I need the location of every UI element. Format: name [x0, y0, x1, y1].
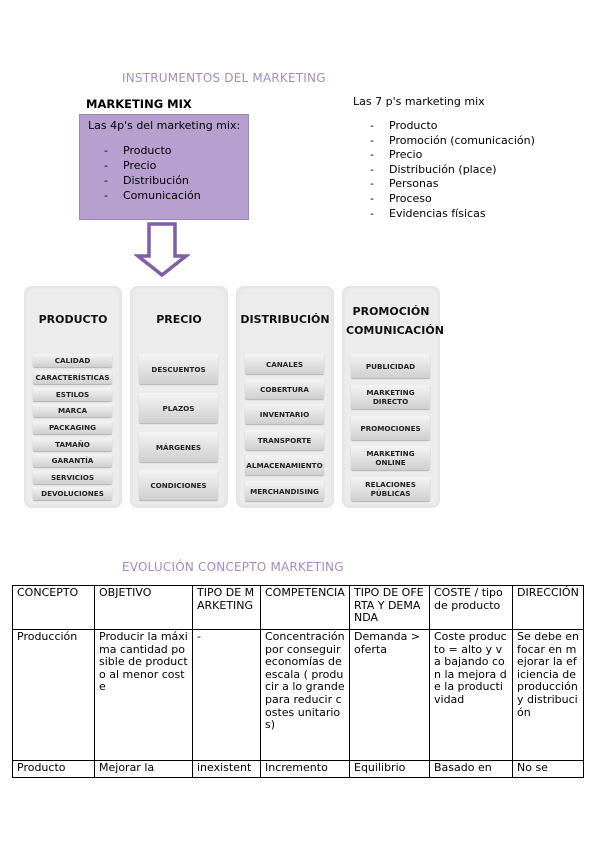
down-arrow-icon	[134, 222, 190, 278]
table-cell: No se	[512, 760, 584, 778]
card-item: ALMACENAMIENTO	[245, 455, 324, 475]
card-precio: PRECIO DESCUENTOS PLAZOS MÁRGENES CONDIC…	[130, 286, 228, 508]
card-producto: PRODUCTO CALIDAD CARACTERÍSTICAS ESTILOS…	[24, 286, 122, 508]
table-header-cell: COMPETENCIA	[260, 585, 350, 630]
list-item: Precio	[370, 148, 550, 163]
card-item: TAMAÑO	[33, 438, 112, 451]
list-item: Precio	[104, 158, 201, 173]
card-item: TRANSPORTE	[245, 430, 324, 450]
table-cell: Se debe enfocar en mejorar la eficiencia…	[512, 629, 584, 761]
card-item: MARKETING DIRECTO	[351, 385, 430, 409]
marketing-mix-box: Las 4p's del marketing mix: Producto Pre…	[79, 114, 249, 220]
seven-ps-title: Las 7 p's marketing mix	[353, 95, 485, 108]
marketing-mix-title: MARKETING MIX	[86, 97, 192, 111]
list-item: Producto	[104, 143, 201, 158]
card-item: GARANTÍA	[33, 454, 112, 467]
card-item: MARKETING ONLINE	[351, 446, 430, 470]
card-item: COBERTURA	[245, 379, 324, 399]
card-item: DEVOLUCIONES	[33, 487, 112, 500]
card-item: PROMOCIONES	[351, 416, 430, 440]
table-cell: Equilibrio	[349, 760, 430, 778]
card-item: CARACTERÍSTICAS	[33, 371, 112, 384]
card-item: DESCUENTOS	[139, 354, 218, 384]
evolution-table: CONCEPTO OBJETIVO TIPO DE MARKETING COMP…	[12, 585, 584, 778]
card-item: MÁRGENES	[139, 432, 218, 462]
list-item: Proceso	[370, 192, 550, 207]
card-distribucion: DISTRIBUCIÓN CANALES COBERTURA INVENTARI…	[236, 286, 334, 508]
table-cell: inexistent	[192, 760, 261, 778]
table-header-cell: OBJETIVO	[94, 585, 193, 630]
evolution-heading: EVOLUCIÓN CONCEPTO MARKETING	[122, 560, 344, 574]
table-cell: Producción	[12, 629, 95, 761]
card-item: ESTILOS	[33, 388, 112, 401]
card-item: MERCHANDISING	[245, 481, 324, 501]
card-item: PACKAGING	[33, 421, 112, 434]
list-item: Personas	[370, 177, 550, 192]
list-item: Evidencias físicas	[370, 207, 550, 222]
table-row: Producción Producir la máxima cantidad p…	[12, 629, 584, 761]
table-cell: Concentración por conseguir economías de…	[260, 629, 350, 761]
card-item: SERVICIOS	[33, 471, 112, 484]
list-item: Comunicación	[104, 188, 201, 203]
table-cell: Demanda > oferta	[349, 629, 430, 761]
table-header-cell: TIPO DE MARKETING	[192, 585, 261, 630]
card-title: PROMOCIÓN COMUNICACIÓN	[346, 305, 444, 337]
card-item: PUBLICIDAD	[351, 354, 430, 378]
card-item: PLAZOS	[139, 393, 218, 423]
table-cell: Producto	[12, 760, 95, 778]
table-cell: Coste producto = alto y va bajando con l…	[429, 629, 513, 761]
table-cell: Basado en	[429, 760, 513, 778]
seven-ps-list: Producto Promoción (comunicación) Precio…	[370, 119, 550, 221]
card-title: PRODUCTO	[38, 313, 108, 326]
list-item: Promoción (comunicación)	[370, 134, 550, 149]
table-header-cell: CONCEPTO	[12, 585, 95, 630]
table-header-cell: COSTE / tipo de producto	[429, 585, 513, 630]
table-cell: Producir la máxima cantidad posible de p…	[94, 629, 193, 761]
table-cell: Mejorar la	[94, 760, 193, 778]
list-item: Distribución	[104, 173, 201, 188]
card-item: MARCA	[33, 404, 112, 417]
table-header-cell: TIPO DE OFERTA Y DEMANDA	[349, 585, 430, 630]
table-cell: Incremento	[260, 760, 350, 778]
card-item: CONDICIONES	[139, 470, 218, 500]
table-cell: -	[192, 629, 261, 761]
card-title: PRECIO	[156, 313, 202, 326]
table-row: Producto Mejorar la inexistent Increment…	[12, 760, 584, 778]
marketing-mix-list: Producto Precio Distribución Comunicació…	[104, 143, 201, 203]
card-title: DISTRIBUCIÓN	[240, 313, 330, 326]
list-item: Producto	[370, 119, 550, 134]
table-header-row: CONCEPTO OBJETIVO TIPO DE MARKETING COMP…	[12, 585, 584, 630]
card-item: INVENTARIO	[245, 404, 324, 424]
list-item: Distribución (place)	[370, 163, 550, 178]
card-item: CALIDAD	[33, 354, 112, 367]
table-header-cell: DIRECCIÓN	[512, 585, 584, 630]
card-promocion: PROMOCIÓN COMUNICACIÓN PUBLICIDAD MARKET…	[342, 286, 444, 508]
instruments-heading: INSTRUMENTOS DEL MARKETING	[122, 71, 326, 85]
card-item: CANALES	[245, 354, 324, 374]
card-item: RELACIONES PÚBLICAS	[351, 477, 430, 501]
marketing-mix-intro: Las 4p's del marketing mix:	[88, 119, 241, 132]
